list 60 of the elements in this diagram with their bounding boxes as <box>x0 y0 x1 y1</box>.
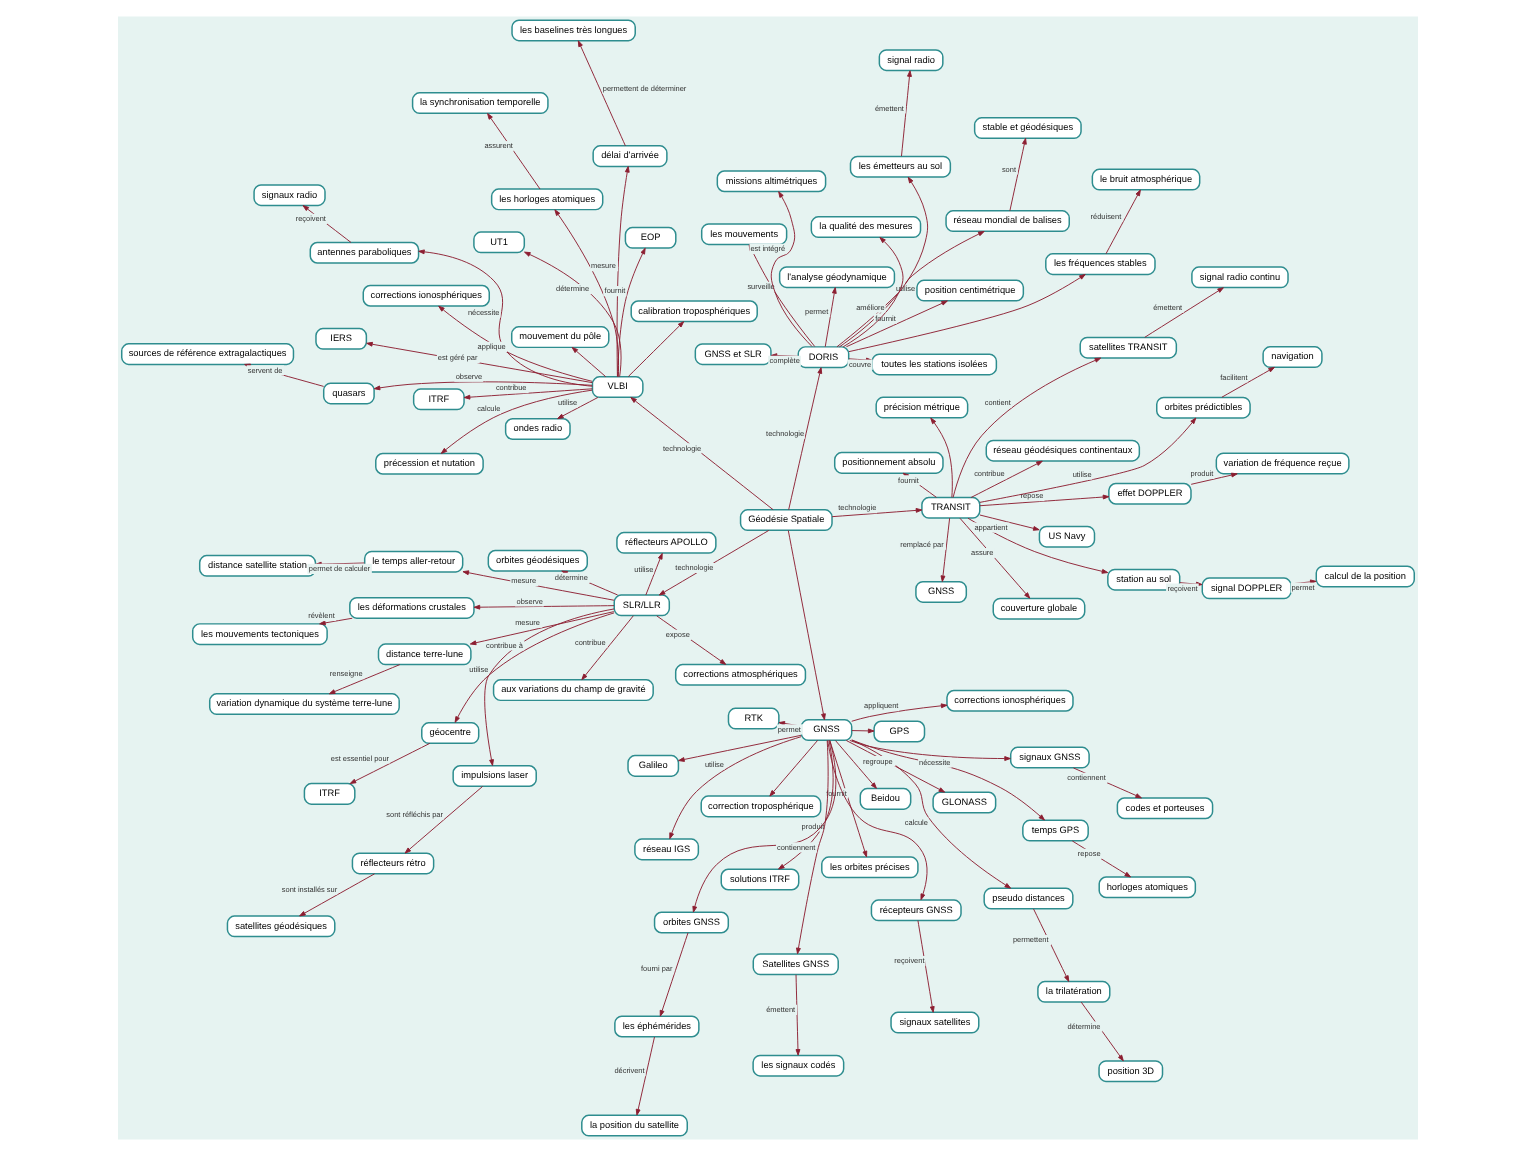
arrow <box>440 389 593 454</box>
arrow <box>842 237 904 348</box>
arrow <box>849 739 1011 761</box>
arrow <box>788 367 823 511</box>
arrow <box>1105 189 1141 255</box>
arrow <box>645 552 663 596</box>
arrow <box>851 739 1045 821</box>
arrow <box>1144 287 1224 338</box>
arrow <box>487 113 541 190</box>
arrow <box>901 70 912 157</box>
arrow <box>571 347 607 378</box>
arrow <box>1033 908 1070 982</box>
arrow <box>302 205 352 243</box>
arrow <box>769 739 819 797</box>
arrow <box>824 287 837 348</box>
arrow <box>581 615 634 681</box>
arrow <box>656 615 727 665</box>
arrow <box>770 191 813 347</box>
arrow <box>373 381 593 391</box>
arrow <box>959 517 1031 599</box>
arrow <box>404 785 484 854</box>
arrow <box>930 417 953 498</box>
arrow <box>795 974 801 1056</box>
arrow <box>669 736 802 840</box>
arrow <box>851 703 948 722</box>
arrow <box>1221 366 1275 398</box>
arrow <box>787 530 826 721</box>
arrow <box>1080 1001 1124 1062</box>
arrow <box>851 728 875 734</box>
arrow <box>617 247 646 378</box>
arrow <box>577 40 626 147</box>
arrow <box>940 517 951 582</box>
arrow <box>627 321 685 377</box>
arrow <box>1190 472 1238 485</box>
arrow <box>630 397 774 511</box>
arrow <box>848 274 1086 353</box>
arrow <box>349 742 431 784</box>
arrow <box>917 920 935 1013</box>
arrow <box>831 507 923 518</box>
arrow <box>692 740 837 913</box>
arrow <box>473 604 615 610</box>
arrow <box>979 494 1110 507</box>
arrow <box>1071 840 1132 878</box>
arrow <box>851 739 1012 889</box>
arrow <box>839 176 929 348</box>
arrow <box>952 357 1102 498</box>
arrow <box>979 514 1040 531</box>
arrow <box>678 734 802 762</box>
arrow <box>836 231 985 348</box>
arrow <box>299 873 375 917</box>
arrow <box>635 1036 655 1116</box>
arrow <box>659 932 689 1017</box>
arrow <box>658 529 770 596</box>
arrow <box>829 739 868 858</box>
arrow <box>454 612 615 723</box>
arrow <box>319 617 353 626</box>
arrow <box>845 740 946 793</box>
arrow <box>463 388 593 400</box>
arrow <box>835 740 877 789</box>
arrow <box>1009 137 1027 212</box>
